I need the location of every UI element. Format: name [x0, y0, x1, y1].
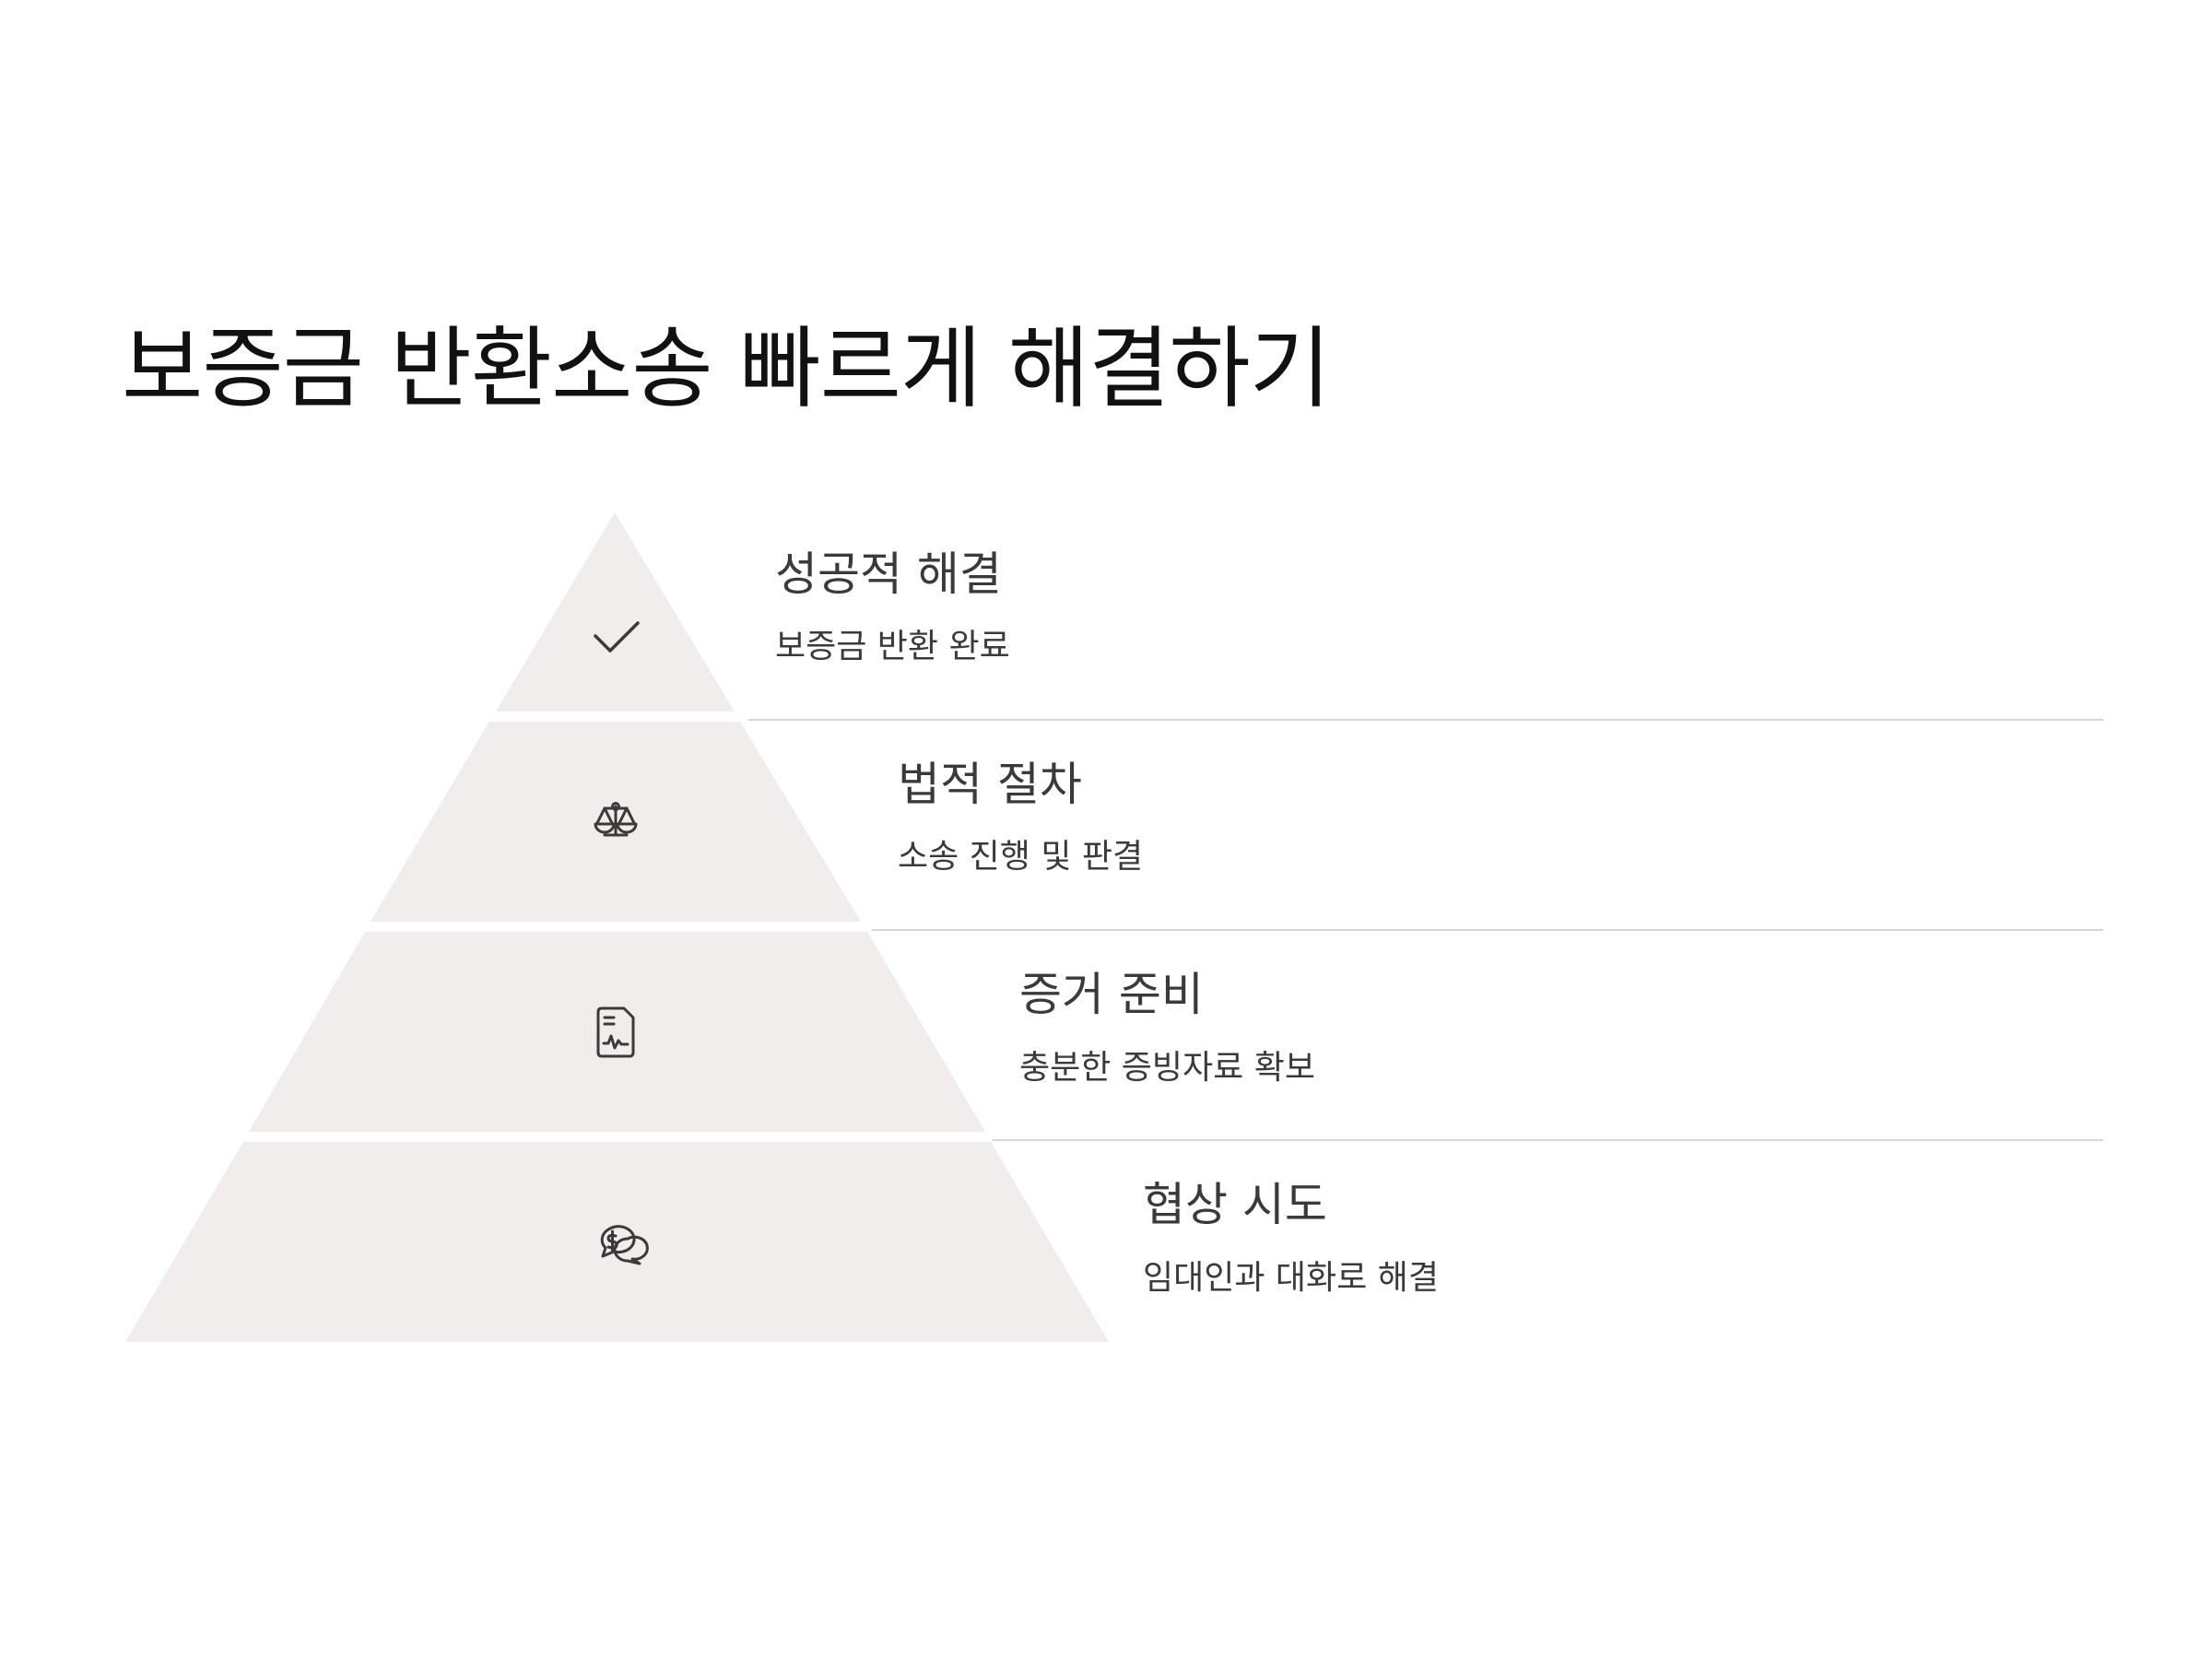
page-title: 보증금 반환소송 빠르게 해결하기	[122, 317, 1331, 420]
level-desc-1: 보증금 반환 완료	[775, 628, 1010, 665]
divider-2	[872, 929, 2103, 931]
pyramid-tier-3	[249, 932, 985, 1132]
level-desc-4: 임대인과 대화로 해결	[1143, 1259, 1439, 1297]
level-title-4: 협상 시도	[1143, 1178, 1327, 1231]
divider-3	[993, 1139, 2103, 1141]
level-title-2: 법적 절차	[898, 758, 1082, 811]
check-icon	[594, 621, 640, 653]
level-title-3: 증거 준비	[1019, 968, 1204, 1021]
level-desc-2: 소송 진행 및 판결	[898, 838, 1144, 876]
chat-money-icon	[600, 1225, 649, 1265]
level-desc-3: 충분한 증빙자료 확보	[1019, 1049, 1315, 1087]
scales-icon	[594, 802, 638, 837]
pyramid-tier-1	[496, 512, 735, 712]
divider-1	[748, 719, 2103, 721]
level-title-1: 성공적 해결	[775, 547, 1002, 601]
document-icon	[596, 1006, 635, 1058]
